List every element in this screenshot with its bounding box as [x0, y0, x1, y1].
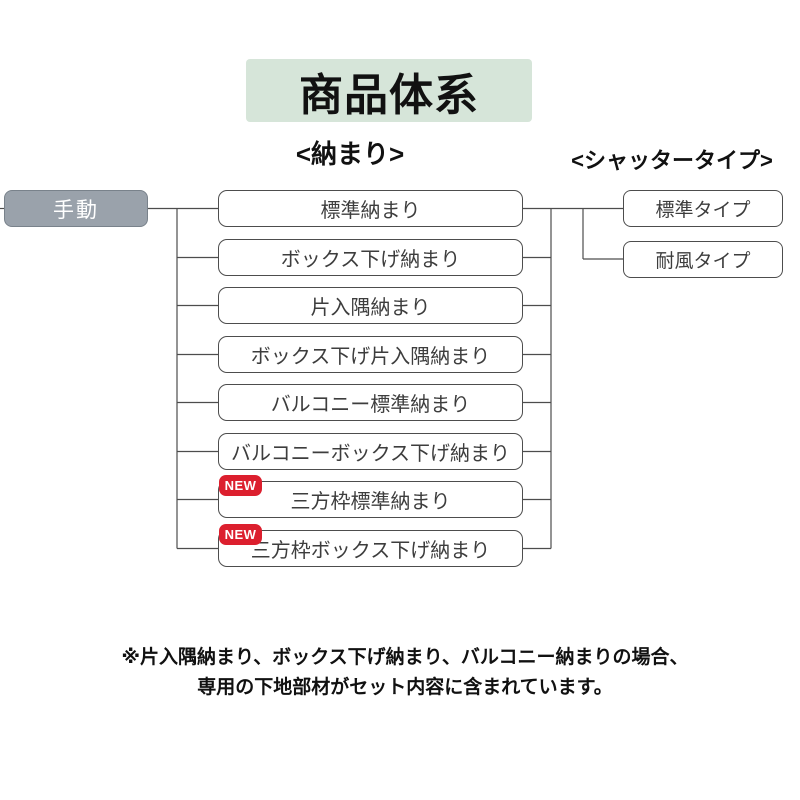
node-manual-label: 手動	[53, 198, 99, 222]
node-fitting-label: 三方枠標準納まり	[290, 491, 451, 513]
footnote-line-1: ※片入隅納まり、ボックス下げ納まり、バルコニー納まりの場合、	[121, 647, 689, 668]
node-fitting-label: バルコニーボックス下げ納まり	[231, 443, 510, 465]
footnote: ※片入隅納まり、ボックス下げ納まり、バルコニー納まりの場合、 専用の下地部材がセ…	[5, 643, 800, 703]
node-fitting-box-lowered-single-corner: ボックス下げ片入隅納まり	[218, 336, 523, 373]
page-title: 商品体系	[299, 70, 479, 120]
node-fitting-label: 三方枠ボックス下げ納まり	[250, 540, 491, 562]
node-fitting-balcony-standard: バルコニー標準納まり	[218, 384, 523, 421]
new-badge: NEW	[219, 475, 262, 496]
node-fitting-box-lowered: ボックス下げ納まり	[218, 239, 523, 276]
node-fitting-label: ボックス下げ納まり	[280, 249, 461, 271]
node-type-label: 耐風タイプ	[655, 250, 751, 272]
node-type-standard: 標準タイプ	[623, 190, 783, 227]
node-type-wind-resistant: 耐風タイプ	[623, 240, 783, 278]
node-fitting-three-side-frame-standard: 三方枠標準納まり	[218, 481, 523, 518]
footnote-line-2: 専用の下地部材がセット内容に含まれています。	[197, 677, 613, 698]
node-fitting-label: ボックス下げ片入隅納まり	[250, 346, 491, 368]
node-fitting-label: 片入隅納まり	[310, 297, 431, 319]
column-header-shutter-type: <シャッタータイプ>	[571, 148, 773, 173]
node-fitting-balcony-box-lowered: バルコニーボックス下げ納まり	[218, 433, 523, 470]
new-badge-label: NEW	[224, 478, 257, 493]
column-header-fitting: <納まり>	[295, 139, 405, 169]
node-fitting-label: バルコニー標準納まり	[270, 394, 471, 416]
new-badge-label: NEW	[224, 527, 257, 542]
node-fitting-standard: 標準納まり	[218, 190, 523, 227]
node-manual: 手動	[4, 190, 148, 227]
node-fitting-label: 標準納まり	[320, 200, 421, 222]
page-title-banner: 商品体系	[246, 59, 532, 122]
node-type-label: 標準タイプ	[655, 200, 751, 221]
node-fitting-three-side-frame-box-lowered: 三方枠ボックス下げ納まり	[218, 530, 523, 567]
new-badge: NEW	[219, 524, 262, 545]
node-fitting-single-corner: 片入隅納まり	[218, 287, 523, 324]
